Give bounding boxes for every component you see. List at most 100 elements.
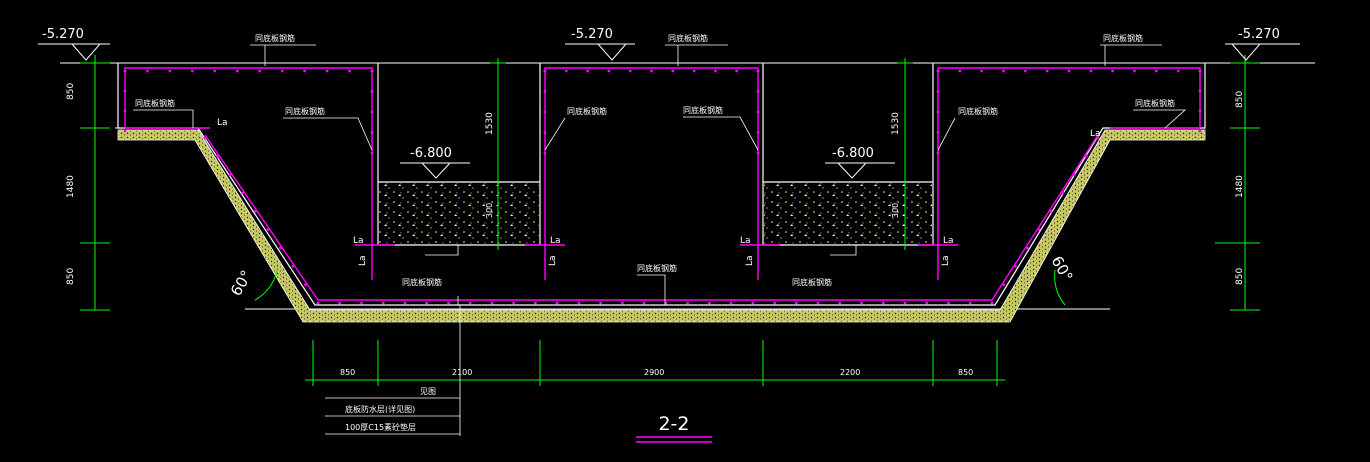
rebar-dot <box>773 301 776 305</box>
rebar-dot <box>958 69 962 73</box>
legend-row-2: 底板防水层(详见图) <box>345 404 415 414</box>
dim-h-1: 850 <box>340 368 355 377</box>
elevation-markers <box>38 43 1300 179</box>
rebar-dot <box>936 110 940 114</box>
note-wall-center-2: 同底板钢筋 <box>683 105 723 115</box>
rebar-dot <box>903 301 907 305</box>
rebar-dot <box>370 69 374 73</box>
la-9: La <box>745 255 755 266</box>
section-title-underline <box>636 436 712 443</box>
rebar-dot <box>348 69 351 73</box>
rebar-dot <box>838 301 842 305</box>
rebar-dot <box>936 151 940 155</box>
legend-labels: 见图 底板防水层(详见图) 100厚C15素砼垫层 <box>345 387 436 432</box>
note-side-left: 同底板钢筋 <box>135 98 175 108</box>
rebar-dot <box>1037 228 1041 232</box>
rebar-dot <box>213 69 217 73</box>
rebar-dot <box>1154 69 1158 73</box>
la-1: La <box>353 236 364 246</box>
note-bottom-left: 同底板钢筋 <box>402 277 442 287</box>
rebar-dot <box>628 69 632 73</box>
elevation-labels: -5.270 -5.270 -5.270 -6.800 -6.800 <box>42 27 1280 161</box>
rebar-dot <box>794 301 798 305</box>
rebar-dot <box>338 301 342 305</box>
rebar-dot <box>555 301 559 305</box>
rebar-dot <box>123 69 127 73</box>
rebar-dot <box>543 151 547 155</box>
rebar-dot <box>447 301 450 305</box>
rebar-dot <box>543 90 547 93</box>
rebar-dot <box>1089 69 1093 73</box>
rebar-dot <box>123 89 127 93</box>
rebar-dot <box>1198 69 1202 73</box>
rebar-dot <box>1198 109 1202 113</box>
elevation-top-right: -5.270 <box>1238 27 1280 42</box>
rebar-dot <box>564 69 568 73</box>
la-8: La <box>548 255 558 266</box>
dim-pit-right-1530: 1530 <box>891 112 901 135</box>
rebar-dot <box>253 209 257 213</box>
rebar-dot <box>756 90 760 93</box>
rebar-dot <box>990 301 994 305</box>
rebar-dot <box>936 69 940 73</box>
rebar-dot <box>381 301 385 305</box>
legend-table <box>325 397 460 435</box>
la-6: La <box>1090 129 1101 139</box>
dim-right-1480: 1480 <box>1235 175 1245 198</box>
rebar-dot <box>370 90 374 93</box>
leader-lines <box>133 44 1187 436</box>
rebar-dot <box>216 154 219 158</box>
dim-left-1480: 1480 <box>66 175 76 198</box>
rebar-dot <box>1049 209 1053 213</box>
rebar-dot <box>607 69 611 73</box>
rebar-dot <box>936 131 940 134</box>
elevation-pit-left: -6.800 <box>410 146 452 161</box>
rebar-dot <box>278 246 282 250</box>
legend-row-3: 100厚C15素砼垫层 <box>345 422 416 432</box>
la-5: La <box>217 118 228 128</box>
rebar-dot <box>1014 264 1017 268</box>
rebar-dot <box>543 131 547 134</box>
dim-left-850-bottom: 850 <box>66 268 76 285</box>
rebar-dot <box>241 191 245 195</box>
la-4: La <box>943 236 954 246</box>
rebar-dot <box>123 129 127 133</box>
rebar-dot <box>1045 69 1049 73</box>
rebar-dot <box>228 173 232 177</box>
rebar-dot <box>146 69 149 73</box>
note-top-center: 同底板钢筋 <box>668 33 708 43</box>
rebar-dot <box>266 228 270 232</box>
rebar-dot <box>936 90 940 93</box>
rebar-dot <box>370 151 374 155</box>
rebar-dot <box>543 69 547 73</box>
rebar-dot <box>947 301 950 305</box>
dim-right-850-top: 850 <box>1235 91 1245 108</box>
rebar-dot <box>756 69 760 73</box>
rebar-dot <box>168 69 172 73</box>
rebar-dot <box>534 301 537 305</box>
rebar-dot <box>577 301 581 305</box>
dim-pit-left-300: 300 <box>485 203 494 218</box>
rebar-dot <box>980 69 984 73</box>
rebar-dot <box>751 301 755 305</box>
elevation-top-left: -5.270 <box>42 27 84 42</box>
dim-h-2: 2100 <box>452 368 472 377</box>
rebar-dot <box>707 301 711 305</box>
rebar-dot <box>650 69 653 73</box>
rebar-dot <box>860 301 863 305</box>
rebar-dot <box>543 110 547 114</box>
rebar-dot <box>586 69 589 73</box>
note-side-right: 同底板钢筋 <box>1135 98 1175 108</box>
section-title: 2-2 <box>658 413 689 435</box>
rebar-dots <box>123 69 1202 305</box>
rebar-dot <box>599 301 603 305</box>
la-3: La <box>740 236 751 246</box>
rebar-dot <box>512 301 516 305</box>
rebar-dot <box>881 301 885 305</box>
rebar-dot <box>1025 246 1029 250</box>
rebar-dot <box>291 264 295 268</box>
la-2: La <box>550 236 561 246</box>
rebar-dot <box>1198 129 1202 133</box>
